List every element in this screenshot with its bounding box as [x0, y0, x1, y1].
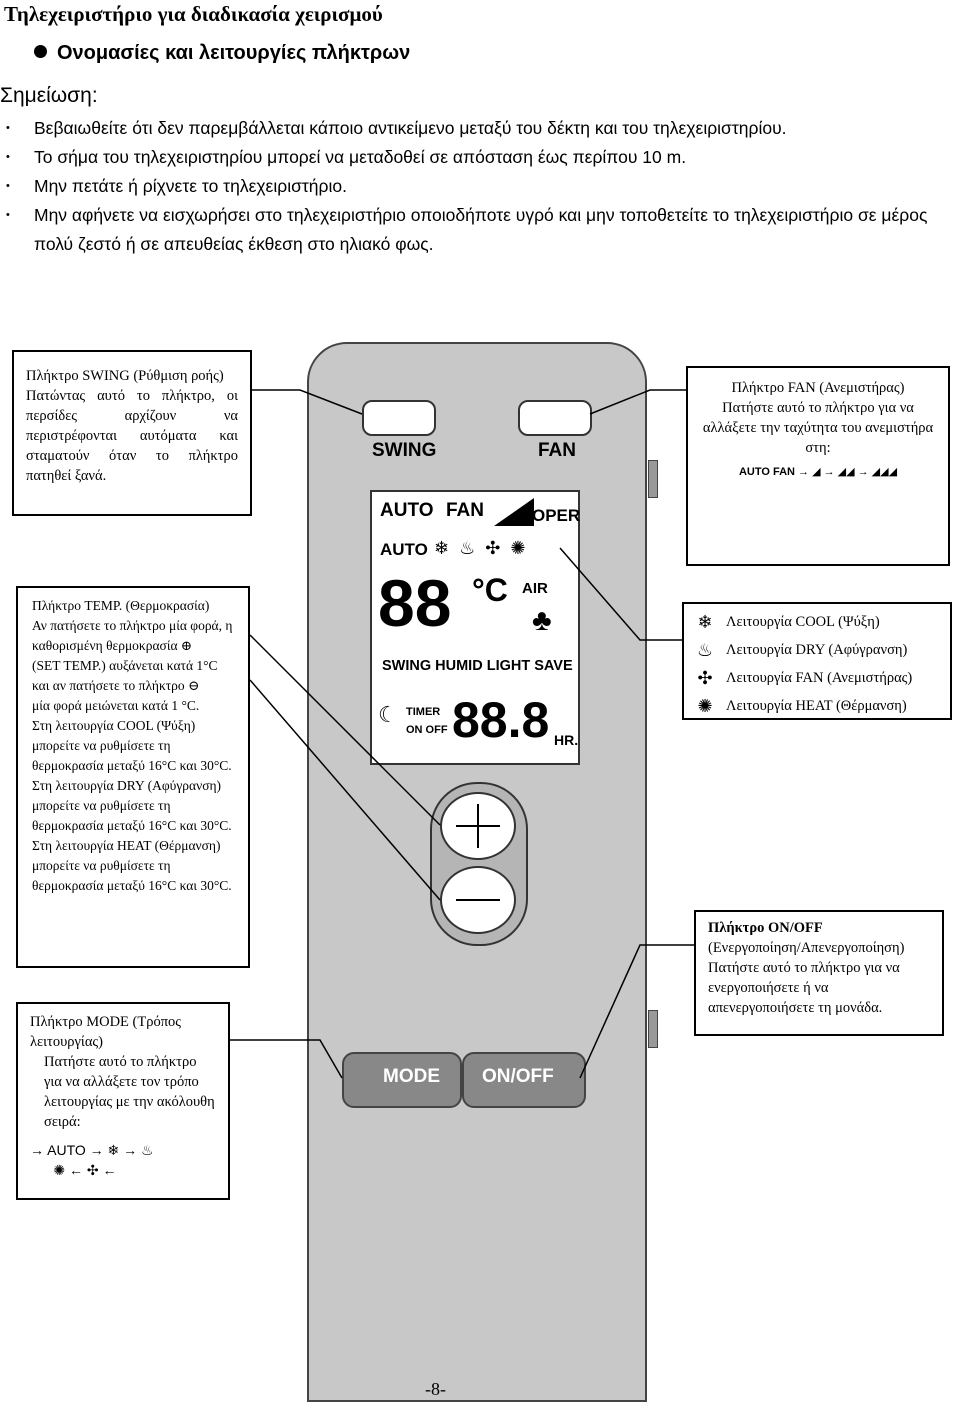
lcd-celsius: °C — [472, 572, 508, 608]
fan-icon: ✣ — [485, 538, 511, 558]
temp-up-button[interactable] — [440, 792, 516, 860]
fan-callout: Πλήκτρο FAN (Ανεμιστήρας) Πατήστε αυτό τ… — [686, 366, 950, 566]
dry-icon: ♨ — [459, 538, 486, 558]
temp-callout-line: (SET TEMP.) αυξάνεται κατά 1°C και αν πα… — [32, 658, 218, 693]
fan-label: FAN — [538, 440, 576, 461]
lcd-air-label: AIR — [522, 580, 548, 597]
remote-side-tab — [648, 1010, 658, 1048]
temp-callout-line: Στη λειτουργία HEAT (Θέρμανση) μπορείτε … — [32, 838, 232, 893]
fan-sequence: AUTO FAN → ◢ → ◢◢ → ◢◢◢ — [738, 466, 898, 478]
swing-callout: Πλήκτρο SWING (Ρύθμιση ροής) Πατώντας αυ… — [12, 350, 252, 516]
onoff-label: ON/OFF — [482, 1066, 554, 1087]
legend-row: ✺Λειτουργία HEAT (Θέρμανση) — [694, 692, 940, 720]
dry-icon: ♨ — [696, 640, 714, 660]
fan-button[interactable] — [518, 400, 592, 436]
onoff-callout-text: (Ενεργοποίηση/Απενεργοποίηση) Πατήστε αυ… — [708, 940, 905, 1016]
note-item: Βεβαιωθείτε ότι δεν παρεμβάλλεται κάποιο… — [6, 114, 946, 143]
fan-callout-text: Πατήστε αυτό το πλήκτρο για να αλλάξετε … — [702, 400, 934, 456]
snowflake-icon: ❄ — [697, 612, 713, 632]
mode-button[interactable] — [342, 1052, 462, 1108]
bullet-dot-icon — [34, 45, 47, 58]
temp-down-button[interactable] — [440, 866, 516, 934]
temp-callout-line: Πλήκτρο TEMP. (Θερμοκρασία) — [32, 598, 210, 613]
plus-circle-icon: ⊕ — [180, 638, 193, 653]
page-title: Τηλεχειριστήριο για διαδικασία χειρισμού — [4, 2, 383, 26]
temp-callout-line: Αν πατήσετε το πλήκτρο μία φορά, η καθορ… — [32, 618, 233, 653]
section-subtitle: Ονομασίες και λειτουργίες πλήκτρων — [34, 42, 410, 65]
page-number: -8- — [425, 1379, 446, 1399]
lcd-fan-label: FAN — [446, 500, 484, 521]
tree-icon: ♣ — [532, 604, 552, 637]
onoff-callout-heading: Πλήκτρο ON/OFF — [708, 920, 823, 936]
note-item: Μην πετάτε ή ρίχνετε το τηλεχειριστήριο. — [6, 172, 946, 201]
lcd-auto-mode: AUTO — [380, 540, 428, 559]
sleep-moon-icon: ☾ — [378, 702, 398, 727]
note-item: Μην αφήνετε να εισχωρήσει στο τηλεχειρισ… — [6, 201, 946, 259]
lcd-auto-label: AUTO — [380, 500, 434, 521]
temp-callout-line: Στη λειτουργία DRY (Αφύγρανση) μπορείτε … — [32, 778, 232, 833]
sun-icon: ✺ — [510, 538, 536, 558]
note-heading: Σημείωση: — [0, 84, 98, 107]
fan-icon: ✣ — [697, 668, 713, 688]
mode-sequence: → AUTO → ❄ → ♨ ✺ ← ✣ ← — [30, 1142, 154, 1178]
mode-callout: Πλήκτρο MODE (Τρόπος λειτουργίας) Πατήστ… — [16, 1002, 230, 1200]
modes-legend: ❄Λειτουργία COOL (Ψύξη) ♨Λειτουργία DRY … — [682, 602, 952, 720]
onoff-callout: Πλήκτρο ON/OFF (Ενεργοποίηση/Απενεργοποί… — [694, 910, 944, 1036]
mode-callout-heading: Πλήκτρο MODE (Τρόπος λειτουργίας) — [30, 1014, 182, 1050]
swing-callout-heading: Πλήκτρο SWING (Ρύθμιση ροής) — [26, 368, 224, 384]
temp-callout-line: μία φορά μειώνεται κατά 1 °C. — [32, 698, 200, 713]
note-item: Το σήμα του τηλεχειριστηρίου μπορεί να μ… — [6, 143, 946, 172]
minus-circle-icon: ⊖ — [188, 678, 200, 693]
swing-callout-text: Πατώντας αυτό το πλήκτρο, οι περσίδες αρ… — [26, 388, 238, 484]
swing-label: SWING — [372, 440, 437, 461]
lcd-feature-row: SWING HUMID LIGHT SAVE — [382, 658, 573, 674]
mode-callout-text: Πατήστε αυτό το πλήκτρο για να αλλάξετε … — [44, 1054, 215, 1130]
notes-list: Βεβαιωθείτε ότι δεν παρεμβάλλεται κάποιο… — [6, 114, 946, 259]
minus-icon — [456, 899, 500, 901]
temp-callout: Πλήκτρο TEMP. (Θερμοκρασία) Αν πατήσετε … — [16, 586, 250, 968]
mode-label: MODE — [383, 1066, 440, 1087]
swing-button[interactable] — [362, 400, 436, 436]
snowflake-icon: ❄ — [434, 538, 460, 558]
remote-side-tab — [648, 460, 658, 498]
fan-speed-bars-icon — [494, 498, 534, 526]
sun-icon: ✺ — [697, 696, 713, 716]
legend-row: ✣Λειτουργία FAN (Ανεμιστήρας) — [694, 664, 940, 692]
subtitle-text: Ονομασίες και λειτουργίες πλήκτρων — [57, 42, 411, 64]
lcd-onoff-label: ON OFF — [406, 724, 448, 736]
lcd-mode-icons: ❄♨✣✺ — [434, 538, 535, 559]
legend-row: ♨Λειτουργία DRY (Αφύγρανση) — [694, 636, 940, 664]
lcd-hr-label: HR. — [554, 732, 579, 748]
onoff-button[interactable] — [462, 1052, 586, 1108]
fan-seq-label: AUTO FAN — [738, 466, 795, 478]
lcd-temperature: 88 — [378, 566, 452, 640]
lcd-time: 88.8 — [452, 692, 550, 748]
fan-callout-heading: Πλήκτρο FAN (Ανεμιστήρας) — [731, 380, 905, 396]
lcd-display: AUTO FAN OPER AUTO ❄♨✣✺ 88 °C AIR ♣ SWIN… — [370, 490, 580, 765]
temp-callout-line: Στη λειτουργία COOL (Ψύξη) μπορείτε να ρ… — [32, 718, 232, 773]
lcd-timer-label: TIMER — [406, 706, 441, 718]
mode-seq-auto: AUTO — [47, 1142, 86, 1158]
legend-row: ❄Λειτουργία COOL (Ψύξη) — [694, 608, 940, 636]
lcd-oper-label: OPER — [532, 506, 581, 525]
